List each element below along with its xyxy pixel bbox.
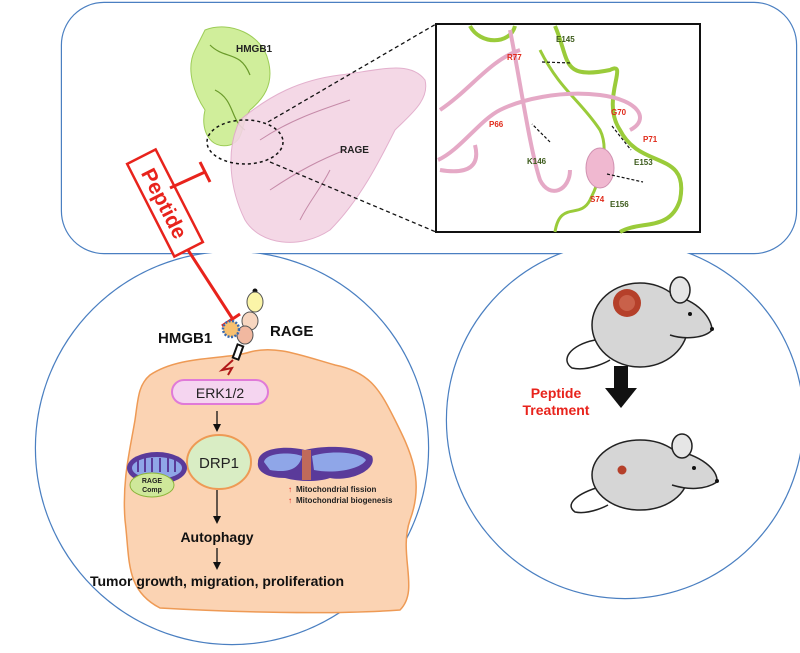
interface-inset: R77 E145 P66 K146 G70 P71 E153 S74 E156 [435, 23, 701, 234]
treatment-line1: Peptide [531, 385, 582, 401]
rage-structure-label: RAGE [340, 145, 369, 156]
residue-r77: R77 [507, 53, 522, 62]
inhibition-arrow-structure [169, 161, 212, 190]
tumor-cell [123, 348, 417, 614]
treatment-arrow-icon [605, 366, 637, 408]
residue-g70: G70 [611, 108, 627, 117]
residue-e153: E153 [634, 158, 653, 167]
outcome-label: Tumor growth, migration, proliferation [90, 573, 344, 589]
fission-label: Mitochondrial fission [296, 485, 377, 494]
drp1-node [186, 434, 252, 490]
rage-structure [230, 67, 427, 243]
hmgb1-ligand [221, 319, 241, 339]
residue-e156: E156 [610, 200, 629, 209]
mouse-untreated-icon [566, 276, 714, 370]
mouse-treated-icon [570, 433, 719, 514]
mitochondrion-fission-icon [257, 446, 373, 481]
residue-k146: K146 [527, 157, 547, 166]
zoom-line-top [267, 23, 437, 123]
treatment-line2: Treatment [523, 402, 590, 418]
biogenesis-label: Mitochondrial biogenesis [296, 496, 393, 505]
rage-label: RAGE [270, 323, 313, 340]
erk-node [171, 379, 269, 405]
svg-text:↑: ↑ [288, 496, 292, 505]
rage-comp-line1: RAGE [142, 478, 163, 485]
residue-p66: P66 [489, 120, 504, 129]
hmgb1-label: HMGB1 [158, 330, 212, 347]
interface-highlight [206, 119, 284, 165]
drp1-label: DRP1 [199, 455, 239, 472]
svg-text:↑: ↑ [288, 485, 292, 494]
hmgb1-structure-label: HMGB1 [236, 44, 273, 55]
rage-comp-node [129, 472, 175, 498]
autophagy-label: Autophagy [180, 529, 253, 545]
residue-s74: S74 [590, 195, 605, 204]
rage-receptor [218, 288, 264, 376]
zoom-line-bottom [269, 161, 437, 233]
rage-comp-line2: Comp [142, 487, 162, 494]
residue-p71: P71 [643, 135, 658, 144]
residue-e145: E145 [556, 35, 575, 44]
erk-label: ERK1/2 [196, 385, 244, 401]
